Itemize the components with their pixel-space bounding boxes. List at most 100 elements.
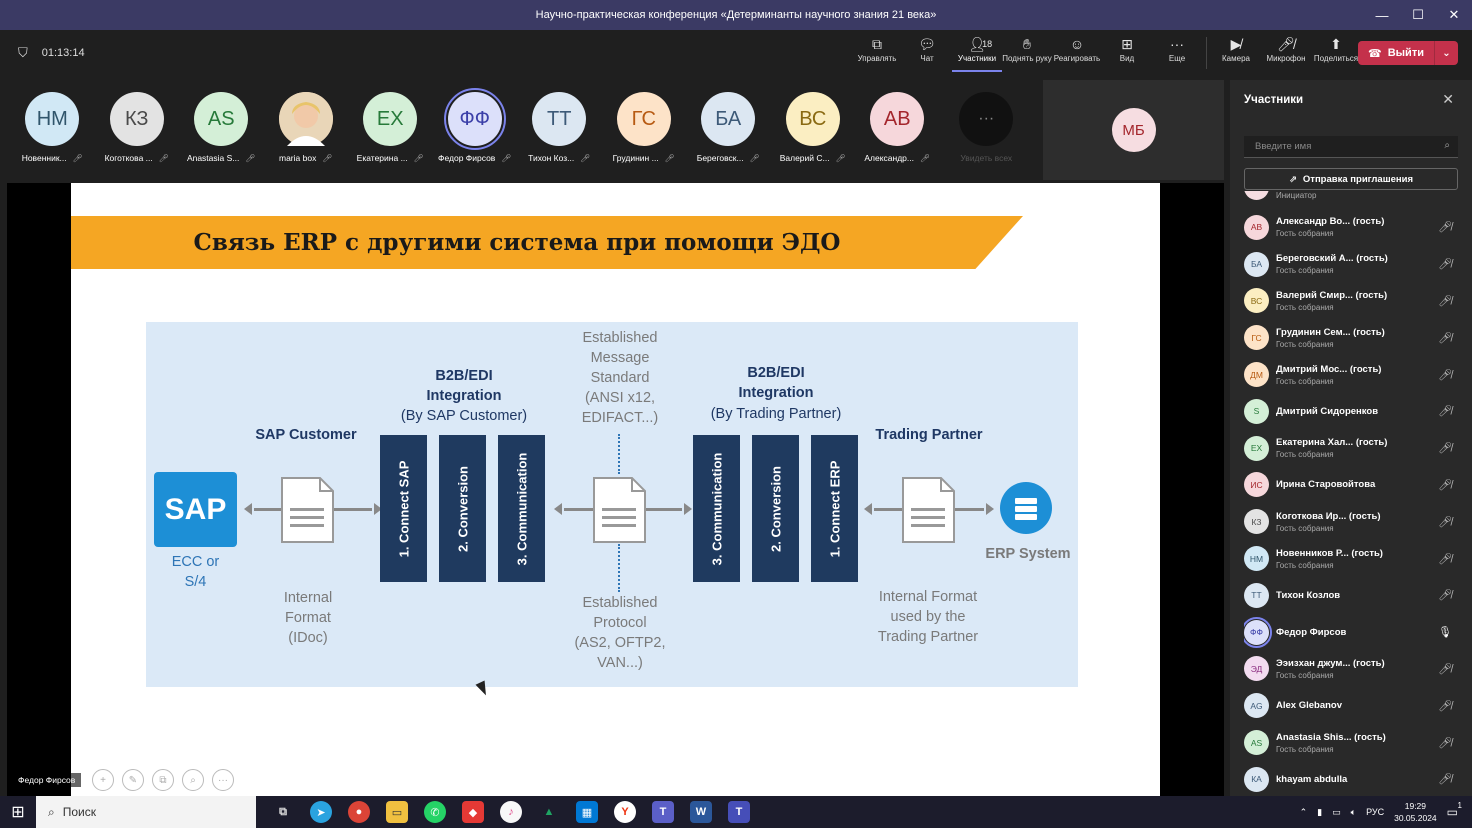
chrome-icon[interactable]: ●: [348, 801, 370, 823]
invite-button[interactable]: ⇗ Отправка приглашения: [1244, 168, 1458, 190]
erp-system-label: ERP System: [985, 546, 1071, 562]
mic-off-icon[interactable]: 🎤︎̸: [1438, 737, 1452, 750]
chat-button[interactable]: 💬︎Чат: [918, 36, 936, 63]
windows-start-icon[interactable]: ⊞: [11, 804, 25, 821]
taskbar-apps: ⧉ ➤ ● ▭ ✆ ◆ ♪ ▲ ▦ Y T W T: [272, 801, 750, 823]
word-icon[interactable]: W: [690, 801, 712, 823]
google-drive-icon[interactable]: ▲: [543, 806, 555, 818]
shield-icon[interactable]: ⛉: [18, 45, 28, 60]
mic-off-icon[interactable]: 🎤︎̸: [1438, 442, 1452, 455]
teams-icon[interactable]: T: [652, 801, 674, 823]
raise-hand-button[interactable]: ✋︎Поднять руку: [1002, 36, 1052, 63]
share-tray-button[interactable]: ⧉Управлять: [857, 36, 897, 63]
react-button[interactable]: ☺Реагировать: [1053, 36, 1101, 63]
itunes-icon[interactable]: ♪: [500, 801, 522, 823]
anydesk-icon[interactable]: ◆: [462, 801, 484, 823]
mic-off-icon[interactable]: 🎤︎̸: [1438, 258, 1452, 271]
share-button[interactable]: ⬆Поделиться: [1313, 36, 1359, 63]
store-icon[interactable]: ▦: [576, 801, 598, 823]
usb-icon[interactable]: ▮: [1317, 806, 1323, 817]
notification-icon[interactable]: ▭1: [1446, 801, 1462, 819]
mic-button[interactable]: 🎤︎̸Микрофон: [1266, 36, 1306, 63]
mic-off-icon[interactable]: 🎤︎̸: [1438, 405, 1452, 418]
pen-icon[interactable]: ✎: [122, 769, 144, 791]
participant-role: Гость собрания: [1276, 744, 1334, 754]
more-button[interactable]: ···Еще: [1168, 36, 1186, 63]
camera-button[interactable]: ▶︎̸Камера: [1222, 36, 1250, 63]
mic-off-icon: 🎤︎: [664, 153, 675, 163]
avatar: ГС: [1244, 325, 1269, 351]
mic-off-icon[interactable]: 🎤︎̸: [1438, 663, 1452, 676]
clock[interactable]: 19:29 30.05.2024: [1394, 801, 1437, 823]
telegram-icon[interactable]: ➤: [310, 801, 332, 823]
mic-off-icon[interactable]: 🎤︎̸: [1438, 773, 1452, 786]
file-explorer-icon[interactable]: ▭: [386, 801, 408, 823]
task-view-icon[interactable]: ⧉: [279, 805, 287, 818]
mic-off-icon[interactable]: 🎤︎̸: [1438, 479, 1452, 492]
more-icon[interactable]: ···: [212, 769, 234, 791]
mic-off-icon[interactable]: 🎤︎̸: [1438, 369, 1452, 382]
mic-off-icon[interactable]: 🎤︎̸: [1438, 295, 1452, 308]
teams-classic-icon[interactable]: T: [728, 801, 750, 823]
zoom-icon[interactable]: ⌕: [182, 769, 204, 791]
mic-off-icon[interactable]: 🎤︎̸: [1438, 589, 1452, 602]
close-icon[interactable]: ✕: [1442, 91, 1454, 107]
chevron-down-icon[interactable]: ⌄: [1434, 41, 1458, 65]
mic-off-icon[interactable]: 🎤︎̸: [1438, 221, 1452, 234]
mic-icon[interactable]: 🎙︎: [1438, 626, 1452, 639]
bar-communication-right: 3. Communication: [693, 435, 740, 582]
see-all-tile[interactable]: ··· Увидеть всех: [944, 82, 1029, 163]
network-icon[interactable]: ▭: [1332, 806, 1341, 817]
close-icon[interactable]: ✕: [1448, 7, 1460, 22]
more-icon: ···: [959, 92, 1014, 146]
leave-main[interactable]: ☎Выйти: [1368, 47, 1424, 60]
participant-tile[interactable]: maria box🎤︎: [264, 82, 349, 172]
view-button[interactable]: ⊞Вид: [1119, 36, 1135, 63]
minimize-icon[interactable]: —: [1375, 7, 1389, 23]
maximize-icon[interactable]: ☐: [1412, 7, 1424, 22]
taskbar-search[interactable]: ⌕ Поиск: [36, 796, 256, 828]
chevron-up-icon[interactable]: ⌃: [1299, 806, 1308, 817]
plus-icon[interactable]: +: [92, 769, 114, 791]
volume-icon[interactable]: 🔈︎: [1350, 806, 1357, 817]
mic-off-icon[interactable]: 🎤︎̸: [1438, 700, 1452, 713]
yandex-icon[interactable]: Y: [614, 801, 636, 823]
language-indicator[interactable]: РУС: [1366, 807, 1385, 817]
mic-off-icon[interactable]: 🎤︎̸: [1438, 553, 1452, 566]
mic-off-icon[interactable]: 🎤︎̸: [1438, 516, 1452, 529]
video-tile-mb[interactable]: МБ: [1043, 80, 1224, 180]
whatsapp-icon[interactable]: ✆: [424, 801, 446, 823]
avatar: AS: [194, 92, 249, 146]
leave-button[interactable]: ☎Выйти ⌄: [1358, 41, 1458, 65]
mic-off-icon[interactable]: 🎤︎̸: [1438, 332, 1452, 345]
participant-search-input[interactable]: Введите имя ⌕: [1244, 136, 1458, 158]
copy-icon[interactable]: ⧉: [152, 769, 174, 791]
